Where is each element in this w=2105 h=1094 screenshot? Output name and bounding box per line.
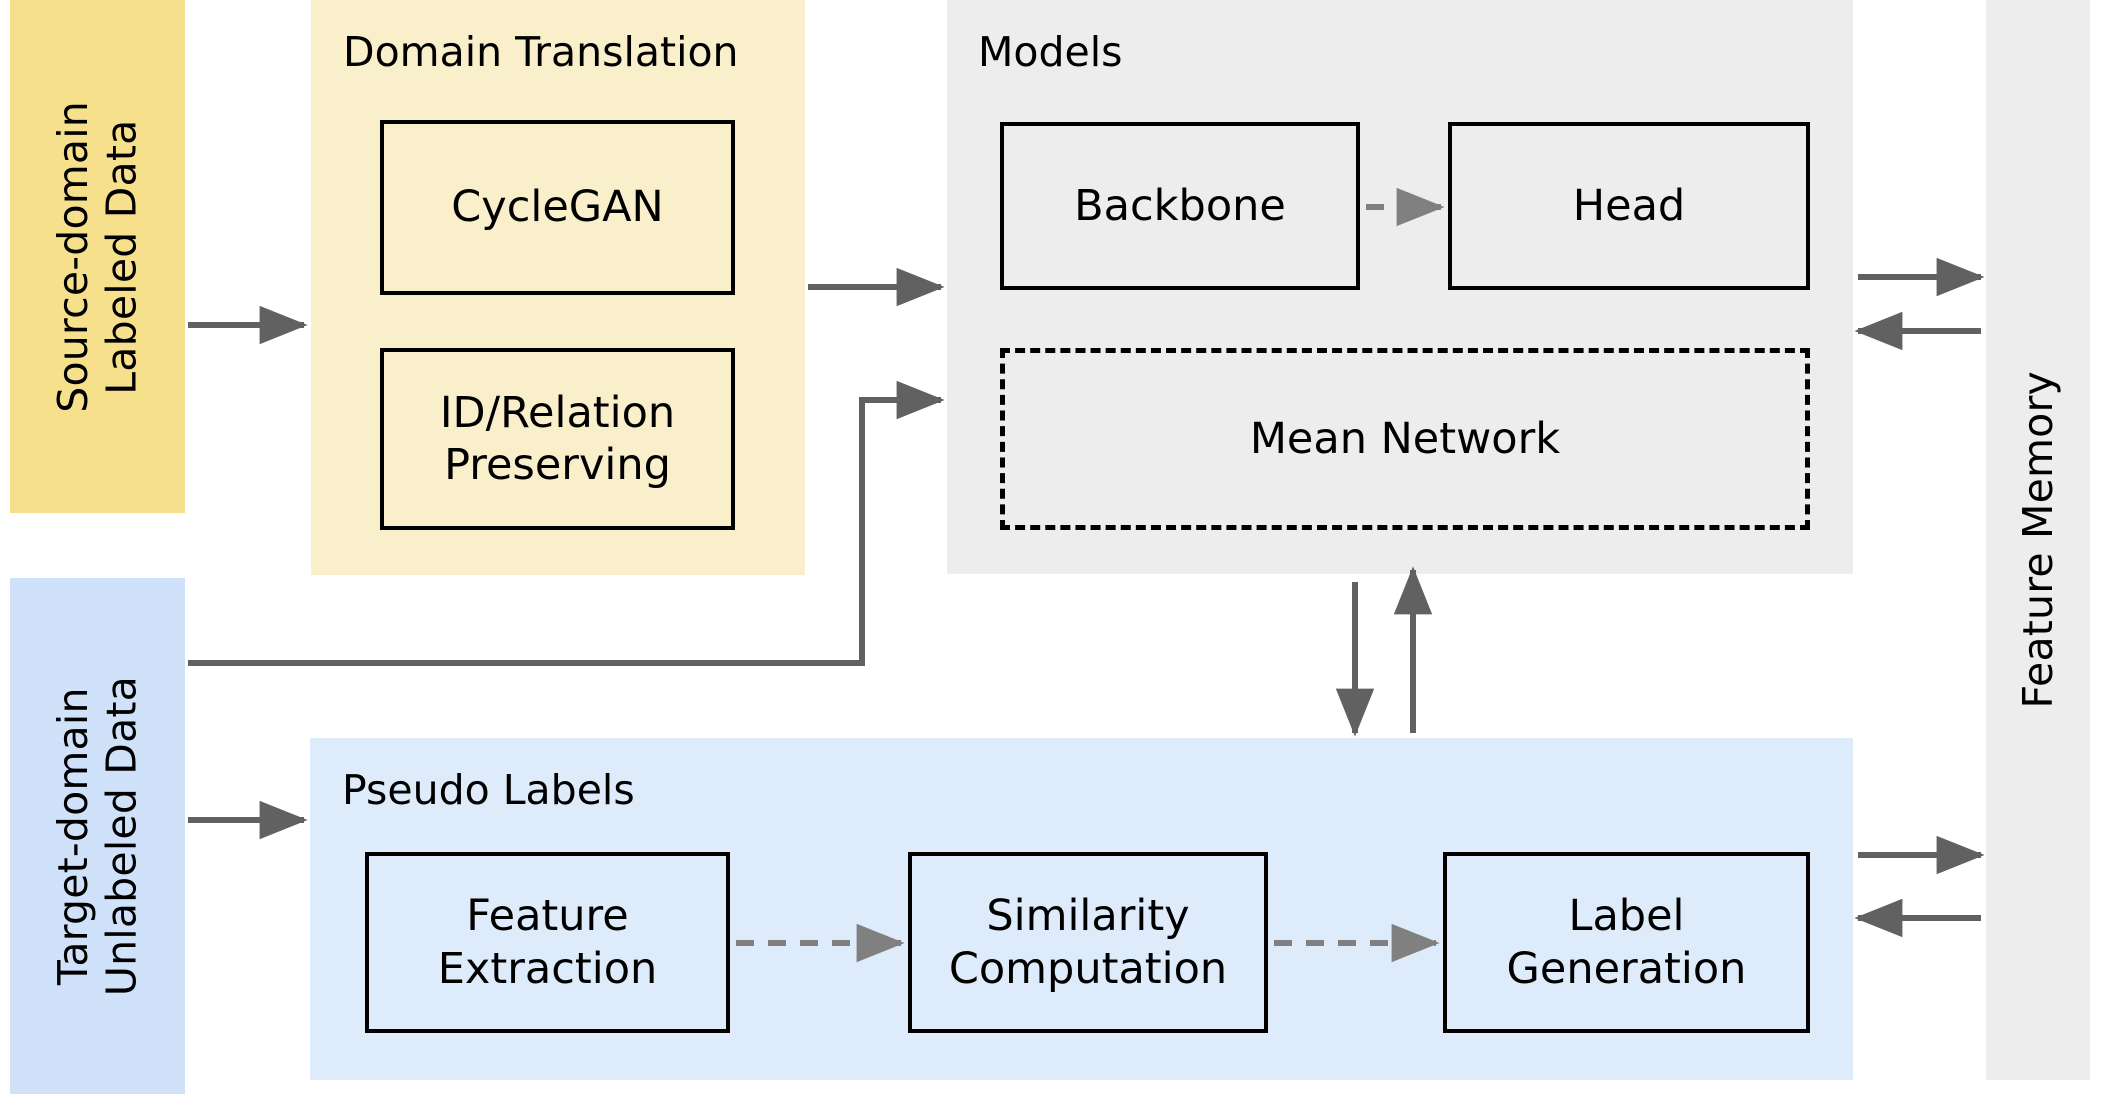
node-label-generation[interactable]: Label Generation xyxy=(1443,852,1810,1033)
feature-memory-label: Feature Memory xyxy=(2013,371,2062,709)
node-label-generation-label: Label Generation xyxy=(1506,891,1747,994)
feature-memory-label-wrap: Feature Memory xyxy=(1986,0,2090,1080)
node-head-label: Head xyxy=(1572,180,1686,231)
target-domain-label-wrap: Target-domain Unlabeled Data xyxy=(10,578,185,1094)
node-cyclegan[interactable]: CycleGAN xyxy=(380,120,735,295)
node-mean-network[interactable]: Mean Network xyxy=(1000,348,1810,530)
source-domain-data-box xyxy=(10,0,185,513)
pseudo-labels-panel xyxy=(310,738,1853,1080)
target-domain-data-box xyxy=(10,578,185,1094)
node-feature-extraction-label: Feature Extraction xyxy=(437,891,658,994)
target-domain-label: Target-domain Unlabeled Data xyxy=(49,675,146,997)
node-similarity-computation-label: Similarity Computation xyxy=(948,891,1228,994)
node-id-relation-preserving-label: ID/Relation Preserving xyxy=(439,387,676,490)
node-backbone-label: Backbone xyxy=(1074,180,1286,231)
node-similarity-computation[interactable]: Similarity Computation xyxy=(908,852,1268,1033)
source-domain-label: Source-domain Labeled Data xyxy=(49,100,146,413)
node-feature-extraction[interactable]: Feature Extraction xyxy=(365,852,730,1033)
source-domain-label-wrap: Source-domain Labeled Data xyxy=(10,0,185,513)
domain-translation-title: Domain Translation xyxy=(343,28,739,76)
node-backbone[interactable]: Backbone xyxy=(1000,122,1360,290)
feature-memory-panel xyxy=(1986,0,2090,1080)
pseudo-labels-title: Pseudo Labels xyxy=(342,766,635,814)
models-title: Models xyxy=(978,28,1123,76)
node-id-relation-preserving[interactable]: ID/Relation Preserving xyxy=(380,348,735,530)
node-head[interactable]: Head xyxy=(1448,122,1810,290)
node-mean-network-label: Mean Network xyxy=(1249,413,1561,464)
node-cyclegan-label: CycleGAN xyxy=(451,182,664,233)
